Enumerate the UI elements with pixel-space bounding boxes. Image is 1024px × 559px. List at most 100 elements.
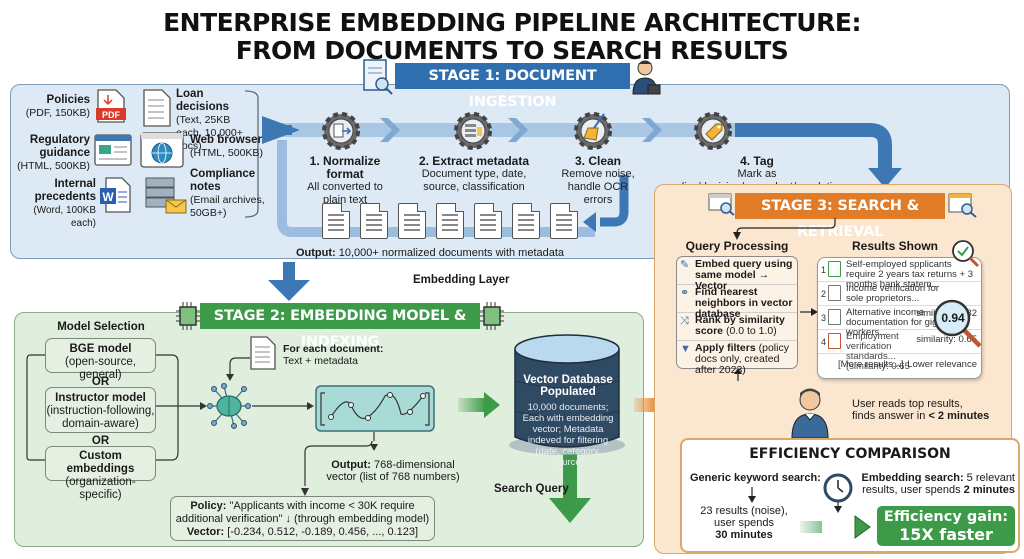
web-page-icon — [94, 134, 132, 166]
query-step: ✎Embed query using same model → Vector — [677, 257, 797, 292]
magnifier-check-icon — [952, 240, 980, 268]
normalized-document-icon — [360, 203, 388, 239]
normalized-document-icon — [398, 203, 426, 239]
stage3-connectors — [733, 218, 836, 381]
stage1-banner: STAGE 1: DOCUMENT INGESTION — [395, 63, 630, 110]
chevron-icon — [380, 118, 400, 142]
embedding-search-result: Embedding search: 5 relevant results, us… — [861, 472, 1015, 496]
embedding-layer-arrow — [268, 280, 310, 301]
vector-wave-icon — [315, 385, 435, 432]
magnifier-score-icon — [933, 299, 982, 348]
query-processing-list: ✎Embed query using same model → Vector ⚭… — [676, 256, 798, 376]
flow-curve-to-stage3 — [735, 123, 892, 170]
tag-gear-icon — [694, 112, 732, 150]
result-item[interactable]: 2 Income verification for sole proprieto… — [818, 282, 981, 306]
check-document-icon — [828, 261, 841, 277]
document-icon — [828, 309, 841, 325]
user-outcome-text: User reads top results, finds answer in … — [852, 398, 990, 422]
model-option-custom[interactable]: Custom embeddings (organization-specific… — [45, 446, 156, 501]
document-icon — [250, 336, 276, 370]
source-internal-precedents: Internal precedents (Word, 100KB each) — [33, 178, 96, 229]
or-label: OR — [91, 435, 110, 447]
stage1-output-caption: Output: 10,000+ normalized documents wit… — [295, 247, 565, 259]
text-document-icon — [143, 89, 171, 127]
stage2-banner: STAGE 2: EMBEDDING MODEL & INDEXING — [200, 303, 480, 350]
db-description: 10,000 documents; Each with embedding ve… — [522, 402, 614, 468]
normalize-gear-icon — [322, 112, 360, 150]
extract-metadata-gear-icon — [454, 112, 492, 150]
model-option-instructor[interactable]: Instructor model (instruction-following,… — [45, 387, 156, 433]
model-selection-title: Model Selection — [57, 321, 145, 333]
arrow-to-stage3 — [634, 398, 656, 412]
search-query-label: Search Query — [494, 483, 569, 495]
chevron-icon — [508, 118, 528, 142]
page-title-line-2: FROM DOCUMENTS TO SEARCH RESULTS — [235, 36, 789, 65]
pdf-label: PDF — [102, 110, 121, 120]
businessman-icon — [632, 60, 661, 95]
clean-broom-gear-icon — [574, 112, 612, 150]
arrow-down-to-stage3 — [868, 168, 902, 188]
for-each-document-note: For each document: Text + metadata — [283, 343, 384, 367]
efficiency-connectors — [748, 482, 871, 539]
efficiency-title: EFFICIENCY COMPARISON — [749, 446, 951, 462]
vector-database-icon — [509, 334, 625, 455]
word-label: W — [102, 190, 114, 204]
nodes-icon: ⚭ — [680, 287, 690, 299]
source-loan-decisions: Loan decisions (Text, 25KB each, 10,000+… — [176, 88, 243, 152]
document-icon — [828, 333, 841, 349]
neural-brain-icon — [207, 383, 251, 429]
clock-icon — [823, 473, 853, 503]
user-avatar-icon — [791, 388, 829, 438]
page-title-line-1: ENTERPRISE EMBEDDING PIPELINE ARCHITECTU… — [163, 8, 861, 37]
normalized-document-icon — [512, 203, 540, 239]
browser-search-icon — [708, 193, 735, 216]
query-step: ▼Apply filters (policy docs only, create… — [680, 342, 789, 376]
shuffle-icon: ⤨ — [680, 315, 689, 327]
efficiency-gain-badge: Efficiency gain: 15X faster — [877, 506, 1015, 546]
normalized-document-icon — [474, 203, 502, 239]
embedding-layer-label: Embedding Layer — [413, 274, 510, 286]
document-icon — [828, 285, 841, 301]
filter-icon: ▼ — [680, 343, 691, 355]
source-policies: Policies (PDF, 150KB) — [25, 94, 90, 119]
step-clean: 3. Clean Remove noise, handle OCR errors — [561, 154, 635, 207]
stage2-output-caption: Output: 768-dimensional vector (list of … — [326, 459, 460, 483]
chevron-icon — [642, 118, 662, 142]
step-extract-metadata: 2. Extract metadata Document type, date,… — [418, 154, 530, 194]
normalized-document-icon — [550, 203, 578, 239]
output-return-band — [277, 140, 595, 237]
model-option-bge[interactable]: BGE model (open-source, general) — [45, 338, 156, 381]
results-shown-title: Results Shown — [851, 239, 938, 253]
document-search-icon — [363, 59, 393, 95]
server-email-icon — [145, 177, 187, 214]
query-step: ⤨Rank by similarity score (0.0 to 1.0) — [677, 313, 797, 341]
normalized-document-icon — [322, 203, 350, 239]
word-icon: W — [100, 177, 131, 213]
db-title: Vector Database Populated — [523, 374, 613, 398]
sources-bracket — [244, 90, 259, 218]
source-compliance-notes: Compliance notes (Email archives, 50GB+) — [190, 168, 265, 219]
generic-search-label: Generic keyword search: — [690, 472, 821, 484]
more-results-row[interactable]: [More results...] ← Lower relevance — [838, 359, 977, 370]
result-item[interactable]: 4 Employment verification standards... (… — [818, 330, 981, 372]
pencil-icon: ✎ — [680, 259, 690, 271]
chip-icon — [480, 302, 504, 330]
arrow-left-into-output — [583, 212, 596, 232]
query-step: ⚭Find nearest neighbors in vector databa… — [677, 285, 797, 320]
source-web-browser: Web browser (HTML, 500KB) — [190, 134, 263, 159]
embedding-example-box: Policy: "Applicants with income < 30K re… — [170, 496, 435, 541]
chip-icon — [176, 302, 200, 330]
query-processing-title: Query Processing — [685, 239, 789, 253]
pdf-icon: PDF — [96, 89, 126, 123]
arrow-to-database — [458, 398, 486, 412]
document-search-icon — [948, 193, 977, 218]
source-regulatory-guidance: Regulatory guidance (HTML, 500KB) — [17, 134, 90, 172]
or-label: OR — [91, 376, 110, 388]
top-similarity-score: 0.94 — [941, 311, 965, 325]
normalized-document-icon — [436, 203, 464, 239]
result-item[interactable]: 1 Self-employed spplicants require 2 yea… — [818, 258, 981, 290]
globe-icon — [140, 132, 184, 168]
search-query-arrow — [563, 452, 577, 500]
stage3-banner: STAGE 3: SEARCH & RETRIEVAL — [735, 193, 945, 240]
generic-search-result: 23 results (noise), user spends 30 minut… — [700, 505, 788, 541]
